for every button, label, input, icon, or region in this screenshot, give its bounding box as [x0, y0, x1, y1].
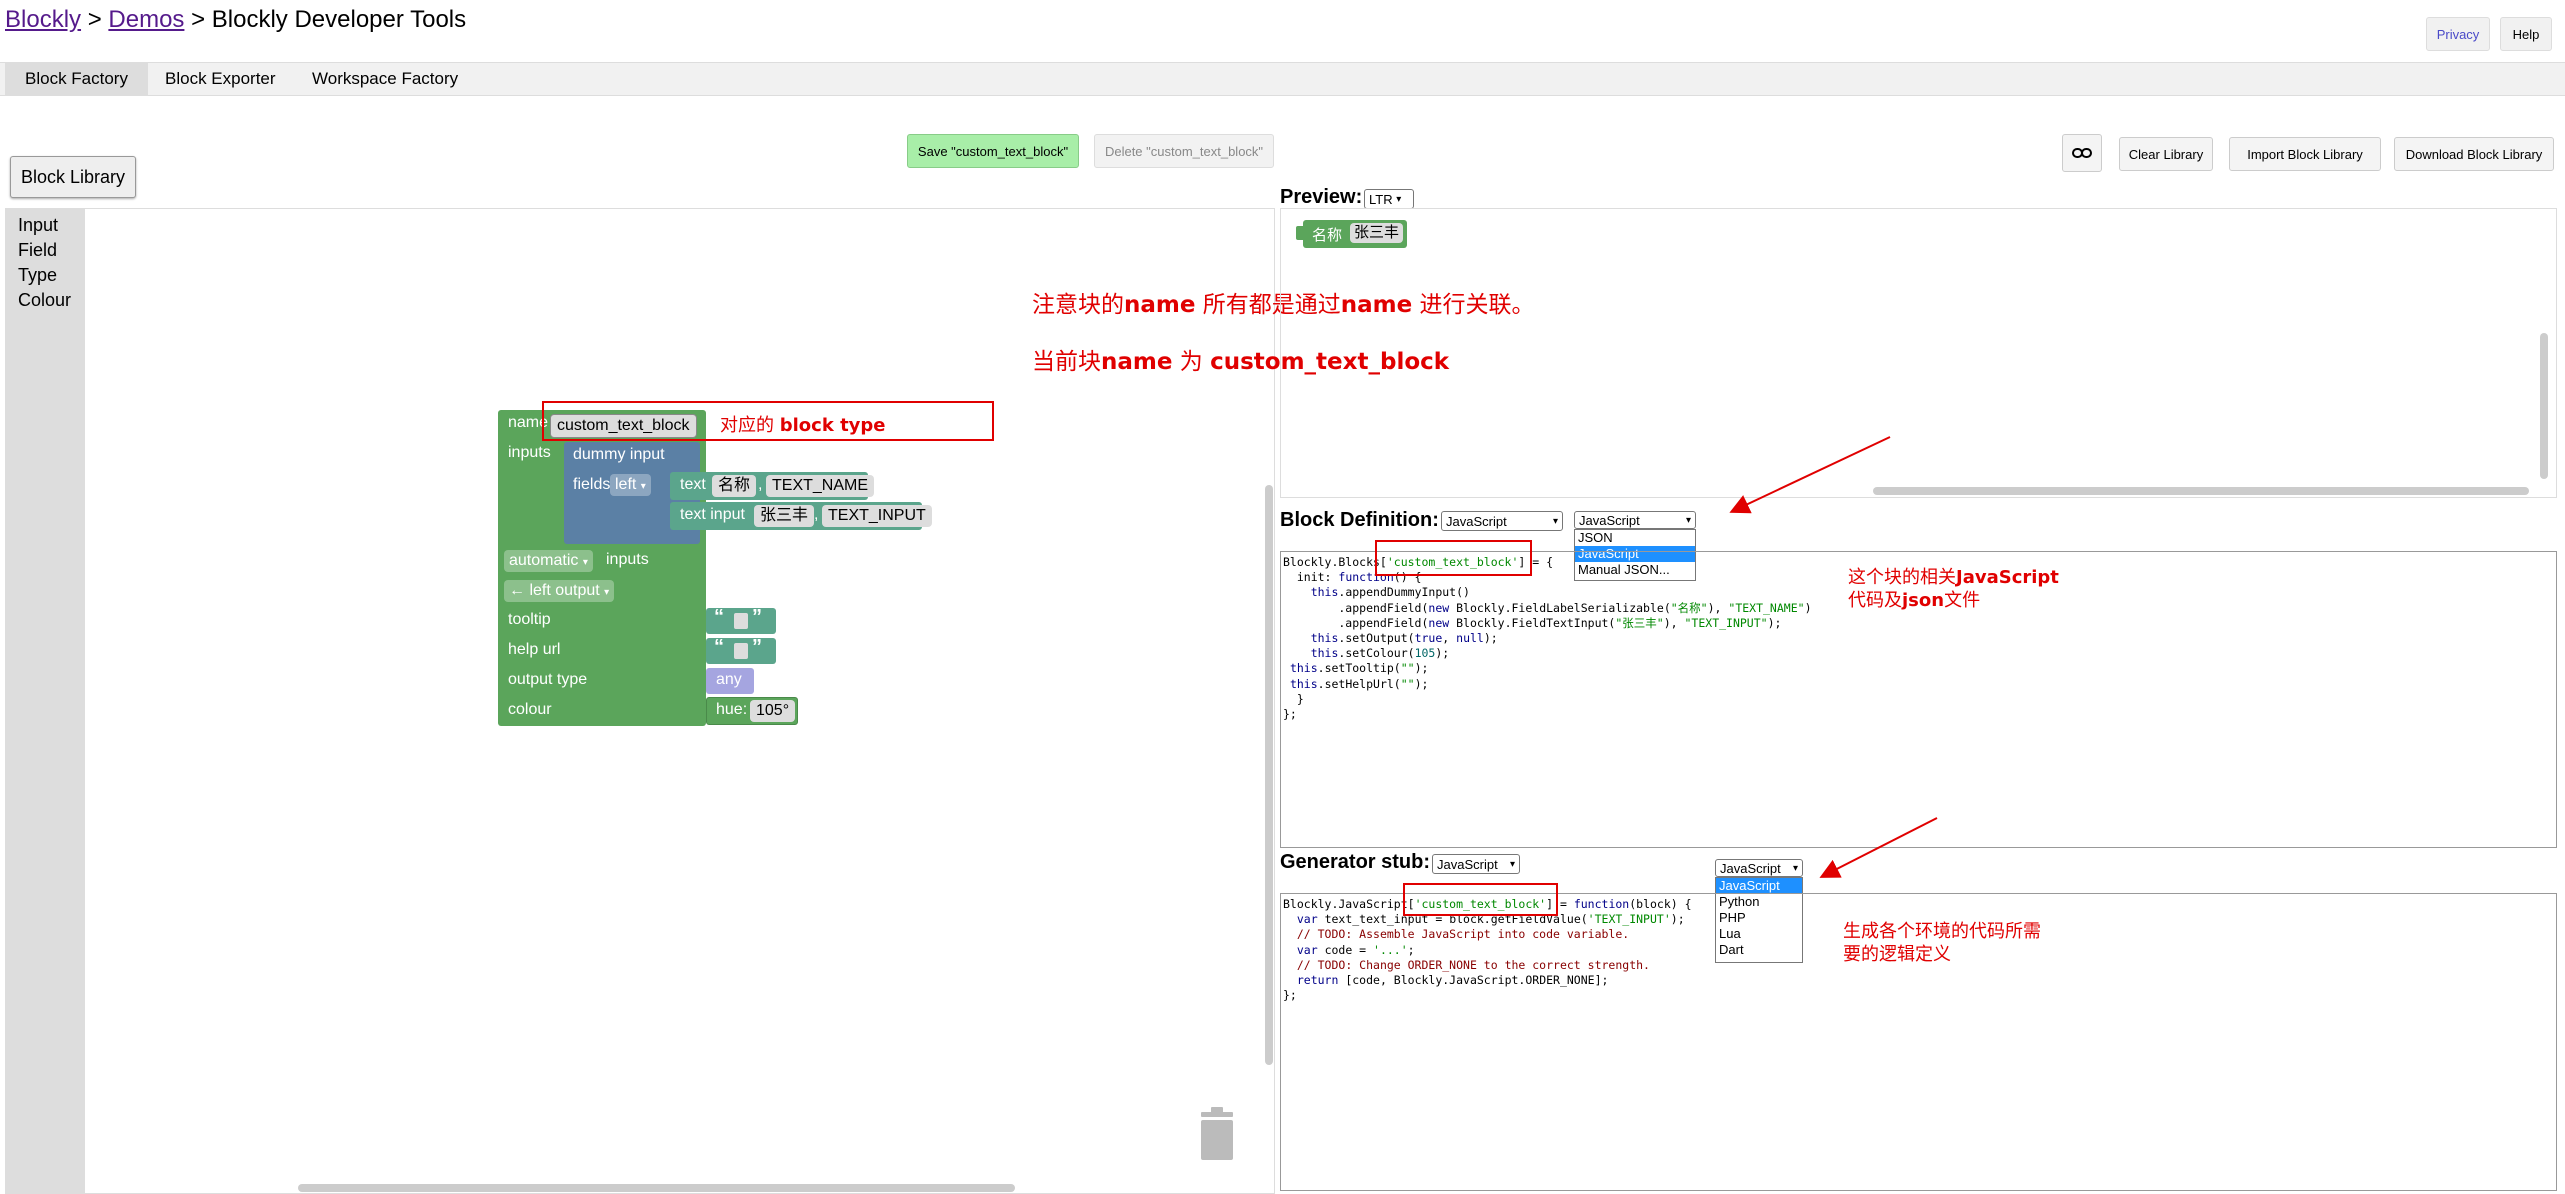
generator-language-select-open[interactable]: JavaScript▾	[1715, 859, 1803, 877]
breadcrumb-blockly-link[interactable]: Blockly	[5, 6, 82, 33]
tooltip-empty-field[interactable]	[734, 613, 748, 629]
preview-block-label: 名称	[1312, 227, 1343, 244]
colour-label: colour	[508, 701, 552, 718]
option-javascript[interactable]: JavaScript	[1575, 546, 1695, 562]
chevron-down-icon: ▾	[1792, 862, 1798, 874]
trash-icon[interactable]	[1197, 1106, 1237, 1162]
block-type-highlight	[542, 401, 994, 441]
save-block-button[interactable]: Save "custom_text_block"	[907, 134, 1079, 168]
delete-block-button[interactable]: Delete "custom_text_block"	[1094, 134, 1274, 168]
help-url-empty-field[interactable]	[734, 643, 748, 659]
definition-format-select-open[interactable]: JavaScript▾	[1574, 511, 1696, 529]
direction-select[interactable]: LTR ▾	[1364, 189, 1414, 209]
help-button[interactable]: Help	[2500, 17, 2552, 51]
link-icon	[2072, 148, 2092, 158]
link-button[interactable]	[2062, 134, 2102, 172]
preview-label: Preview:	[1280, 186, 1363, 208]
breadcrumb: Blockly > Demos > Blockly Developer Tool…	[5, 6, 466, 34]
type-any-block[interactable]	[706, 668, 754, 694]
breadcrumb-separator: >	[191, 6, 206, 33]
text-value-field[interactable]: 名称	[712, 475, 757, 497]
text-input-name-field[interactable]: TEXT_INPUT	[822, 505, 932, 527]
current-name-annotation: 当前块name 为 custom_text_block	[1032, 349, 1450, 375]
chevron-down-icon: ▾	[1552, 515, 1558, 527]
definition-name-highlight	[1375, 540, 1532, 576]
workspace-vertical-scrollbar[interactable]	[1265, 485, 1273, 1065]
generator-stub-label: Generator stub:	[1280, 851, 1431, 873]
option-lua[interactable]: Lua	[1719, 926, 1741, 941]
toolbox-category-type[interactable]: Type	[18, 265, 58, 285]
name-label: name	[508, 414, 549, 431]
text-label: text	[680, 476, 706, 493]
hue-field[interactable]: 105°	[750, 700, 796, 722]
definition-annotation-line2: 代码及json文件	[1848, 590, 1981, 611]
option-dart[interactable]: Dart	[1719, 942, 1744, 957]
text-name-field[interactable]: TEXT_NAME	[766, 475, 875, 497]
tab-block-factory[interactable]: Block Factory	[5, 63, 148, 95]
text-input-label: text input	[680, 506, 745, 523]
breadcrumb-demos-link[interactable]: Demos	[108, 6, 185, 33]
block-definition-text: Blockly.Blocks['custom_text_block'] = { …	[1283, 555, 1812, 722]
toolbox-category-input[interactable]: Input	[18, 215, 59, 235]
chevron-down-icon: ▾	[1509, 858, 1515, 870]
inputs-word-label: inputs	[606, 551, 649, 568]
option-manual-json[interactable]: Manual JSON...	[1578, 562, 1670, 577]
option-php[interactable]: PHP	[1719, 910, 1746, 925]
tab-workspace-factory[interactable]: Workspace Factory	[312, 69, 459, 88]
definition-annotation: 这个块的相关JavaScript	[1848, 567, 2059, 588]
preview-horizontal-scrollbar[interactable]	[1873, 487, 2529, 495]
name-note-annotation: 注意块的name 所有都是通过name 进行关联。	[1032, 292, 1535, 318]
output-type-label: output type	[508, 671, 588, 688]
block-type-annotation: 对应的 block type	[720, 415, 886, 436]
option-json[interactable]: JSON	[1578, 530, 1613, 545]
privacy-button[interactable]: Privacy	[2426, 17, 2490, 51]
block-name-field[interactable]: custom_text_block	[550, 414, 697, 438]
text-input-value-field[interactable]: 张三丰	[754, 505, 815, 527]
align-dropdown[interactable]: left ▾	[610, 474, 651, 496]
definition-format-dropdown: JSON JavaScript Manual JSON...	[1574, 529, 1696, 581]
chevron-down-icon: ▾	[604, 587, 610, 598]
toolbox-category-colour[interactable]: Colour	[18, 290, 72, 310]
chevron-down-icon: ▾	[640, 481, 646, 492]
tab-block-exporter[interactable]: Block Exporter	[165, 69, 276, 88]
generator-language-select[interactable]: JavaScript▾	[1432, 854, 1520, 874]
dummy-input-label: dummy input	[573, 446, 665, 463]
import-library-button[interactable]: Import Block Library	[2229, 137, 2381, 171]
arrow-to-definition	[1729, 436, 1891, 514]
breadcrumb-separator: >	[87, 6, 102, 33]
tooltip-label: tooltip	[508, 611, 551, 628]
page-title: Blockly Developer Tools	[211, 6, 467, 33]
option-javascript[interactable]: JavaScript	[1716, 878, 1802, 894]
fields-label: fields	[573, 476, 611, 493]
block-library-button[interactable]: Block Library	[10, 156, 136, 198]
clear-library-button[interactable]: Clear Library	[2119, 137, 2213, 171]
generator-annotation-line2: 要的逻辑定义	[1843, 944, 1951, 965]
toolbox	[5, 208, 85, 1194]
inputs-label: inputs	[508, 444, 551, 461]
generator-stub-code[interactable]	[1280, 893, 2557, 1191]
chevron-down-icon: ▾	[1685, 514, 1691, 526]
download-library-button[interactable]: Download Block Library	[2394, 137, 2554, 171]
generator-language-dropdown: JavaScript Python PHP Lua Dart	[1715, 877, 1803, 963]
inputs-mode-dropdown[interactable]: automatic ▾	[504, 550, 593, 572]
definition-format-select[interactable]: JavaScript▾	[1441, 511, 1563, 531]
tab-bar: Block Factory Block Exporter Workspace F…	[0, 62, 2565, 96]
generator-name-highlight	[1403, 883, 1558, 916]
workspace-horizontal-scrollbar[interactable]	[298, 1184, 1015, 1192]
preview-vertical-scrollbar[interactable]	[2540, 333, 2548, 479]
output-dropdown[interactable]: ← left output ▾	[504, 580, 615, 602]
toolbox-category-field[interactable]: Field	[18, 240, 58, 260]
help-url-label: help url	[508, 641, 561, 658]
generator-annotation: 生成各个环境的代码所需	[1843, 921, 2041, 942]
chevron-down-icon: ▾	[582, 557, 588, 568]
block-definition-code[interactable]	[1280, 551, 2557, 848]
preview-block-field[interactable]: 张三丰	[1350, 223, 1404, 243]
block-definition-label: Block Definition:	[1280, 509, 1439, 531]
arrow-to-generator	[1819, 817, 1938, 878]
option-python[interactable]: Python	[1719, 894, 1760, 909]
generator-stub-text: Blockly.JavaScript['custom_text_block'] …	[1283, 897, 1692, 1003]
preview-workspace[interactable]	[1280, 208, 2557, 498]
chevron-down-icon: ▾	[1396, 193, 1402, 205]
